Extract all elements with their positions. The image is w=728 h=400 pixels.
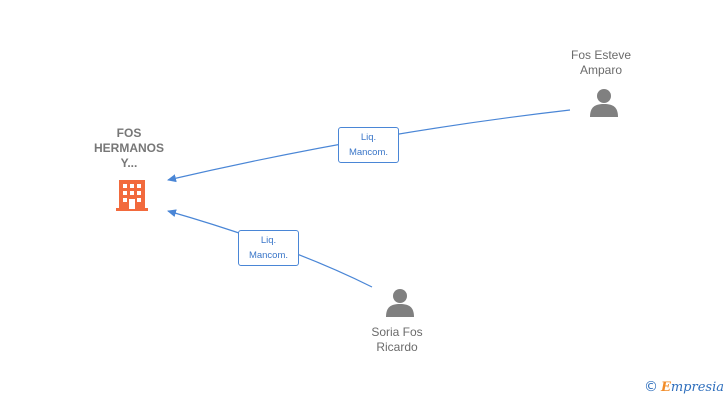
person-name-label-fos-esteve-amparo[interactable]: Fos Esteve Amparo — [556, 48, 646, 78]
empresia-watermark: ©Empresia — [644, 379, 724, 395]
person-icon[interactable] — [590, 89, 618, 117]
person-name-label-soria-fos-ricardo[interactable]: Soria Fos Ricardo — [352, 325, 442, 355]
company-name-line: Y... — [120, 156, 138, 170]
brand-initial: E — [660, 380, 671, 395]
company-name-line: FOS — [116, 126, 142, 140]
edge-label-soria-fos-ricardo[interactable]: Liq. Mancom. — [238, 230, 299, 266]
person-name-line: Fos Esteve — [570, 48, 632, 62]
edge-label-line: Mancom. — [348, 147, 389, 158]
copyright-icon: © — [643, 379, 658, 395]
person-name-line: Ricardo — [376, 340, 418, 354]
person-name-line: Amparo — [579, 63, 623, 77]
edge-label-line: Liq. — [260, 235, 277, 246]
edge-label-fos-esteve-amparo[interactable]: Liq. Mancom. — [338, 127, 399, 163]
brand-name: mpresia — [670, 380, 724, 395]
person-name-line: Soria Fos — [371, 325, 423, 339]
person-icon[interactable] — [386, 289, 414, 317]
company-name-line: HERMANOS — [93, 141, 164, 155]
edge-label-line: Mancom. — [248, 250, 289, 261]
edge-label-line: Liq. — [360, 132, 377, 143]
building-icon[interactable] — [116, 180, 148, 211]
company-name-label[interactable]: FOS HERMANOS Y... — [84, 126, 174, 171]
